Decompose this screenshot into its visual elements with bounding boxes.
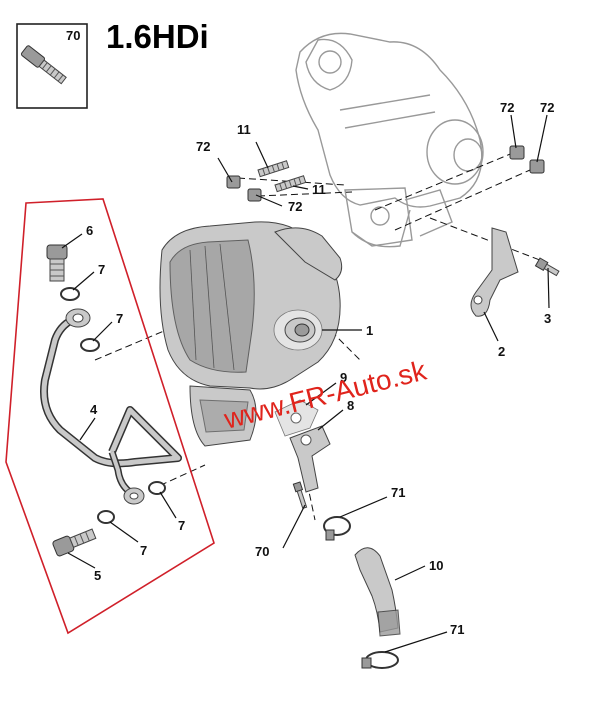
callout-71: 71 xyxy=(391,485,405,500)
callout-70: 70 xyxy=(255,544,269,559)
callout-5: 5 xyxy=(94,568,101,583)
highlight-outline xyxy=(5,198,215,635)
banjo-bolt-upper xyxy=(46,244,68,282)
assembly-lines xyxy=(94,149,546,521)
engine-title: 1.6HDi xyxy=(106,18,209,55)
bolt-icon xyxy=(20,45,67,85)
callout-9: 9 xyxy=(340,370,347,385)
inset-callout-70: 70 xyxy=(66,28,80,43)
callout-72: 72 xyxy=(540,100,554,115)
callout-71: 71 xyxy=(450,622,464,637)
callout-7: 7 xyxy=(116,311,123,326)
ghost-turbocharger-background xyxy=(295,32,484,248)
callout-11: 11 xyxy=(237,122,251,137)
sealing-washer-lower-right xyxy=(148,481,166,495)
sealing-washer-mid xyxy=(80,338,100,352)
hose-clamp-lower xyxy=(361,651,399,669)
callout-7: 7 xyxy=(140,543,147,558)
sealing-washer-upper xyxy=(60,287,80,301)
oil-return-pipe xyxy=(289,425,331,493)
callout-72: 72 xyxy=(288,199,302,214)
callout-6: 6 xyxy=(86,223,93,238)
banjo-bolt-lower xyxy=(52,528,97,557)
oil-return-hose xyxy=(354,547,401,637)
callout-7: 7 xyxy=(178,518,185,533)
hose-clamp-upper xyxy=(323,516,351,541)
bolt-inset: 70 xyxy=(16,23,88,109)
callout-1: 1 xyxy=(366,323,373,338)
leader-lines xyxy=(61,114,550,653)
stud-11-upper xyxy=(257,160,290,178)
callout-10: 10 xyxy=(429,558,443,573)
callout-4: 4 xyxy=(90,402,98,417)
callout-11: 11 xyxy=(312,182,326,197)
callout-labels: 72 11 11 72 72 72 3 2 1 9 8 71 70 10 71 … xyxy=(86,100,554,637)
callout-72: 72 xyxy=(196,139,210,154)
nut-72-right-a xyxy=(509,145,525,160)
stud-11-lower xyxy=(274,175,307,193)
gasket xyxy=(274,399,319,437)
turbocharger xyxy=(159,221,343,447)
bracket-bolt xyxy=(534,257,560,277)
callout-8: 8 xyxy=(347,398,354,413)
callout-7: 7 xyxy=(98,262,105,277)
nut-72-lower-left xyxy=(247,188,262,202)
bolt-70-lower xyxy=(292,481,308,510)
oil-feed-pipe xyxy=(40,308,182,505)
bracket xyxy=(470,227,519,317)
callout-3: 3 xyxy=(544,311,551,326)
callout-2: 2 xyxy=(498,344,505,359)
callout-72: 72 xyxy=(500,100,514,115)
sealing-washer-lower-left xyxy=(97,510,115,524)
